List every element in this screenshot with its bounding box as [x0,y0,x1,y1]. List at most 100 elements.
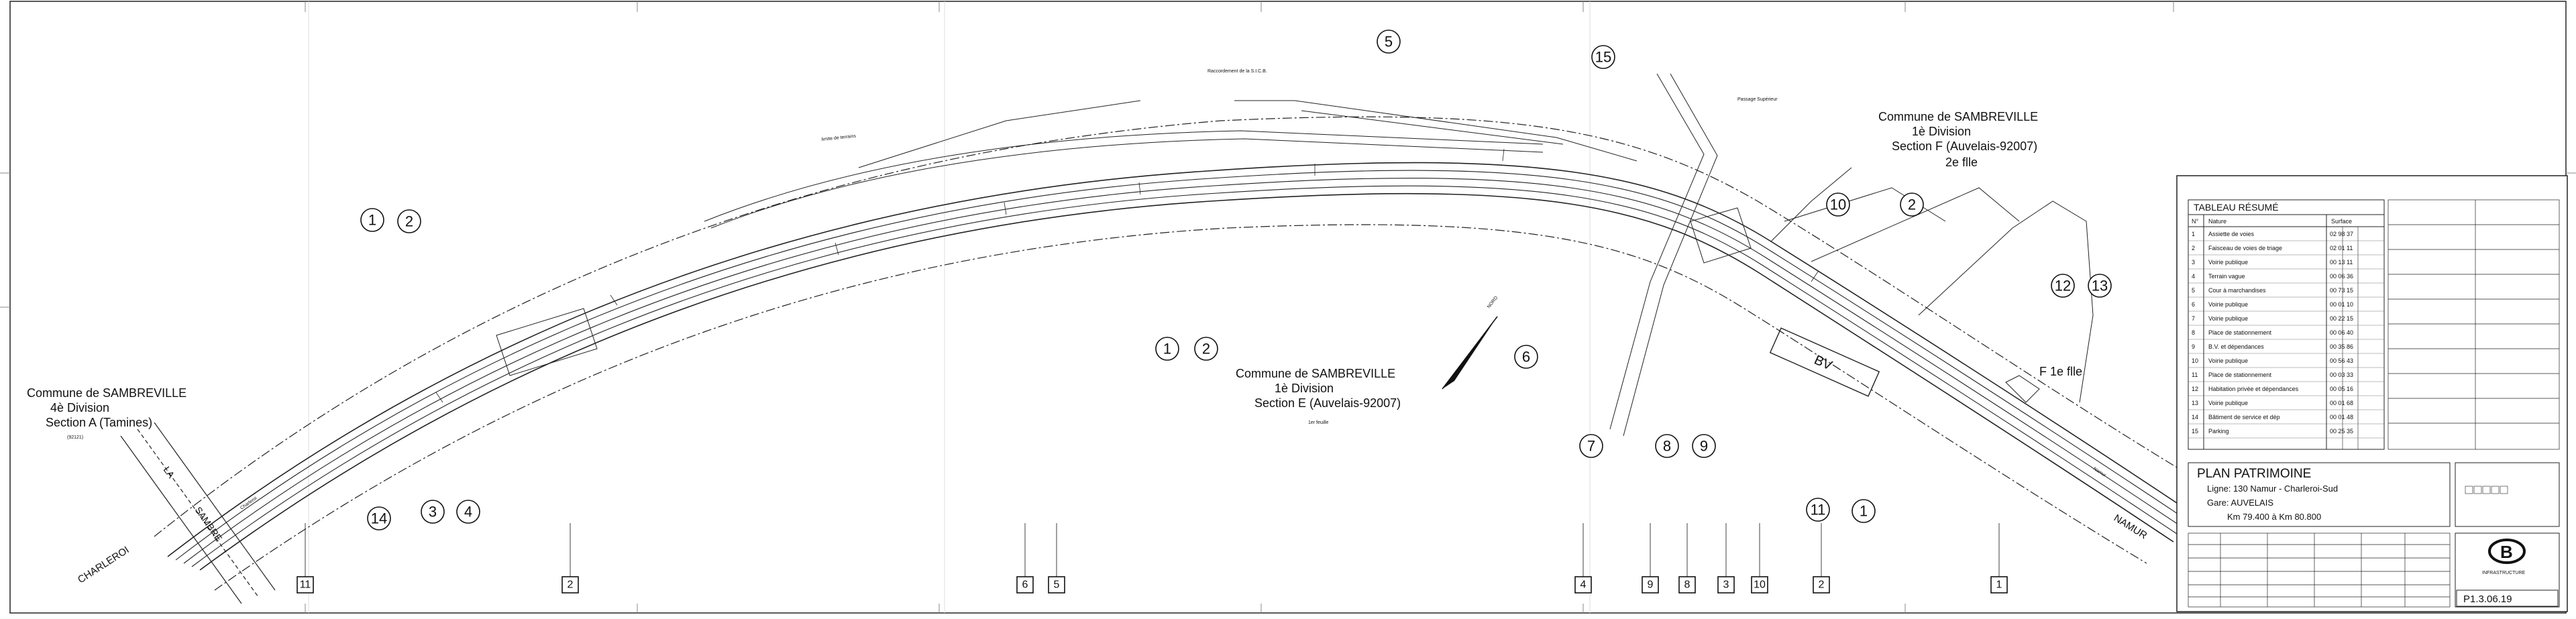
summary-row-nature: Voirie publique [2208,315,2248,322]
summary-row-surface: 00 01 10 [2330,301,2353,308]
parcel-box-number: 2 [1819,579,1825,591]
parcel-callout-number: 8 [1663,438,1671,455]
direction-charleroi: CHARLEROI [76,544,131,585]
parcel-callout: 4 [456,500,480,524]
commune-f-sheet1: F 1e flle [2039,365,2082,378]
summary-row-number: 8 [2192,329,2195,336]
summary-row-surface: 00 73 15 [2330,287,2353,294]
limite-label: limite de terrains [821,134,856,142]
commune-f-line-3: Section F (Auvelais-92007) [1892,139,2037,153]
parcel-box: 11 [297,523,314,594]
parcel-box-number: 2 [568,579,574,591]
parcel-callout-number: 5 [1385,34,1393,50]
parcel-callout: 10 [1826,192,1850,217]
parcel-box-number: 6 [1022,579,1028,591]
summary-row-surface: 00 35 86 [2330,343,2353,350]
summary-row-surface: 00 56 43 [2330,357,2353,364]
summary-row-surface: 00 01 48 [2330,414,2353,420]
commune-e-line-4: 1er feuille [1308,420,1328,425]
parcel-callout-number: 11 [1811,502,1826,518]
summary-row-nature: Voirie publique [2208,259,2248,266]
summary-header-nature: Nature [2208,218,2226,225]
summary-row-nature: Assiette de voies [2208,231,2255,237]
summary-table-title: TABLEAU RÉSUMÉ [2194,202,2279,213]
summary-row-nature: Cour à marchandises [2208,287,2266,294]
parcel-callout-number: 14 [371,510,387,527]
parcel-callout: 8 [1655,434,1679,458]
commune-e-line-1: Commune de SAMBREVILLE [1236,367,1395,380]
commune-f-line-4: 2e flle [1945,156,1978,169]
summary-header-surface: Surface [2331,218,2352,225]
parcel-callout: 14 [367,506,391,530]
commune-f-line-1: Commune de SAMBREVILLE [1878,110,2038,123]
summary-row-nature: Voirie publique [2208,301,2248,308]
summary-row-surface: 00 05 16 [2330,386,2353,392]
parcel-callout-number: 1 [1860,503,1868,520]
commune-a-line-3: Section A (Tamines) [46,416,152,429]
summary-row-number: 9 [2192,343,2195,350]
company-logo: B INFRASTRUCTURE P1.3.06.19 [2455,532,2560,608]
summary-row-number: 13 [2192,400,2198,406]
parcel-callout: 9 [1692,434,1716,458]
parcel-box: 5 [1048,523,1065,594]
goods-yard-sidings [496,73,2094,437]
parcel-box-number: 1 [1996,579,2002,591]
parcel-box-number: 4 [1580,579,1587,591]
river-label-b: SAMBRE [193,505,225,544]
parcel-box-number: 9 [1648,579,1654,591]
summary-row-nature: Voirie publique [2208,400,2248,406]
parcel-callout: 1 [360,208,384,232]
summary-row-number: 5 [2192,287,2195,294]
parcel-box: 2 [561,523,579,594]
commune-a-line-2: 4è Division [50,401,109,414]
parcel-callout-number: 12 [2055,278,2071,294]
station-building-label: BV [1812,353,1835,374]
passage-label: Passage Supérieur [1737,97,1778,102]
summary-header-number: N° [2192,218,2198,225]
summary-row-surface: 00 03 33 [2330,372,2353,378]
summary-row-number: 14 [2192,414,2198,420]
parcel-callout-number: 2 [1908,196,1916,213]
parcel-box: 2 [1813,523,1830,594]
summary-row-number: 11 [2192,372,2198,378]
summary-row-surface: 00 25 35 [2330,428,2353,435]
parcel-callout: 7 [1579,434,1603,458]
parcel-box: 10 [1751,523,1768,594]
parcel-callout: 15 [1591,45,1615,69]
commune-e-line-2: 1è Division [1275,382,1334,395]
summary-row-number: 12 [2192,386,2198,392]
parcel-box-number: 5 [1054,579,1060,591]
parcel-callout-number: 2 [405,213,413,230]
commune-section-a: Commune de SAMBREVILLE 4è Division Secti… [27,386,186,440]
rails-label-left: Charleroi [239,496,258,510]
summary-row-number: 2 [2192,245,2195,251]
parcel-box: 9 [1642,523,1659,594]
commune-f-line-2: 1è Division [1912,125,1971,138]
drawing-number: P1.3.06.19 [2463,594,2512,605]
parcel-callout-number: 1 [1163,341,1171,357]
parcel-callout: 12 [2051,274,2075,298]
parcel-box: 3 [1717,523,1735,594]
parcel-callout: 2 [1900,192,1924,217]
rails-label-right: Namur [2092,467,2107,478]
summary-row-nature: Place de stationnement [2208,329,2272,336]
north-label: NORD [1487,296,1499,310]
summary-row-surface: 02 01 11 [2330,245,2353,251]
parcel-box: 1 [1990,523,2008,594]
summary-row-surface: 00 01 68 [2330,400,2353,406]
parcel-box: 6 [1016,523,1034,594]
parcel-box-number: 11 [300,579,311,591]
summary-row-surface: 02 98 37 [2330,231,2353,237]
parcel-callout: 1 [1155,337,1179,361]
plan-title-line-3: Gare: AUVELAIS [2207,498,2273,508]
summary-row-number: 7 [2192,315,2195,322]
plan-title-line-1: PLAN PATRIMOINE [2197,467,2311,481]
commune-section-e: Commune de SAMBREVILLE 1è Division Secti… [1236,367,1401,425]
parcel-callout: 3 [421,500,445,524]
parcel-callout-number: 4 [464,504,472,520]
parcel-callout: 1 [1851,499,1876,523]
